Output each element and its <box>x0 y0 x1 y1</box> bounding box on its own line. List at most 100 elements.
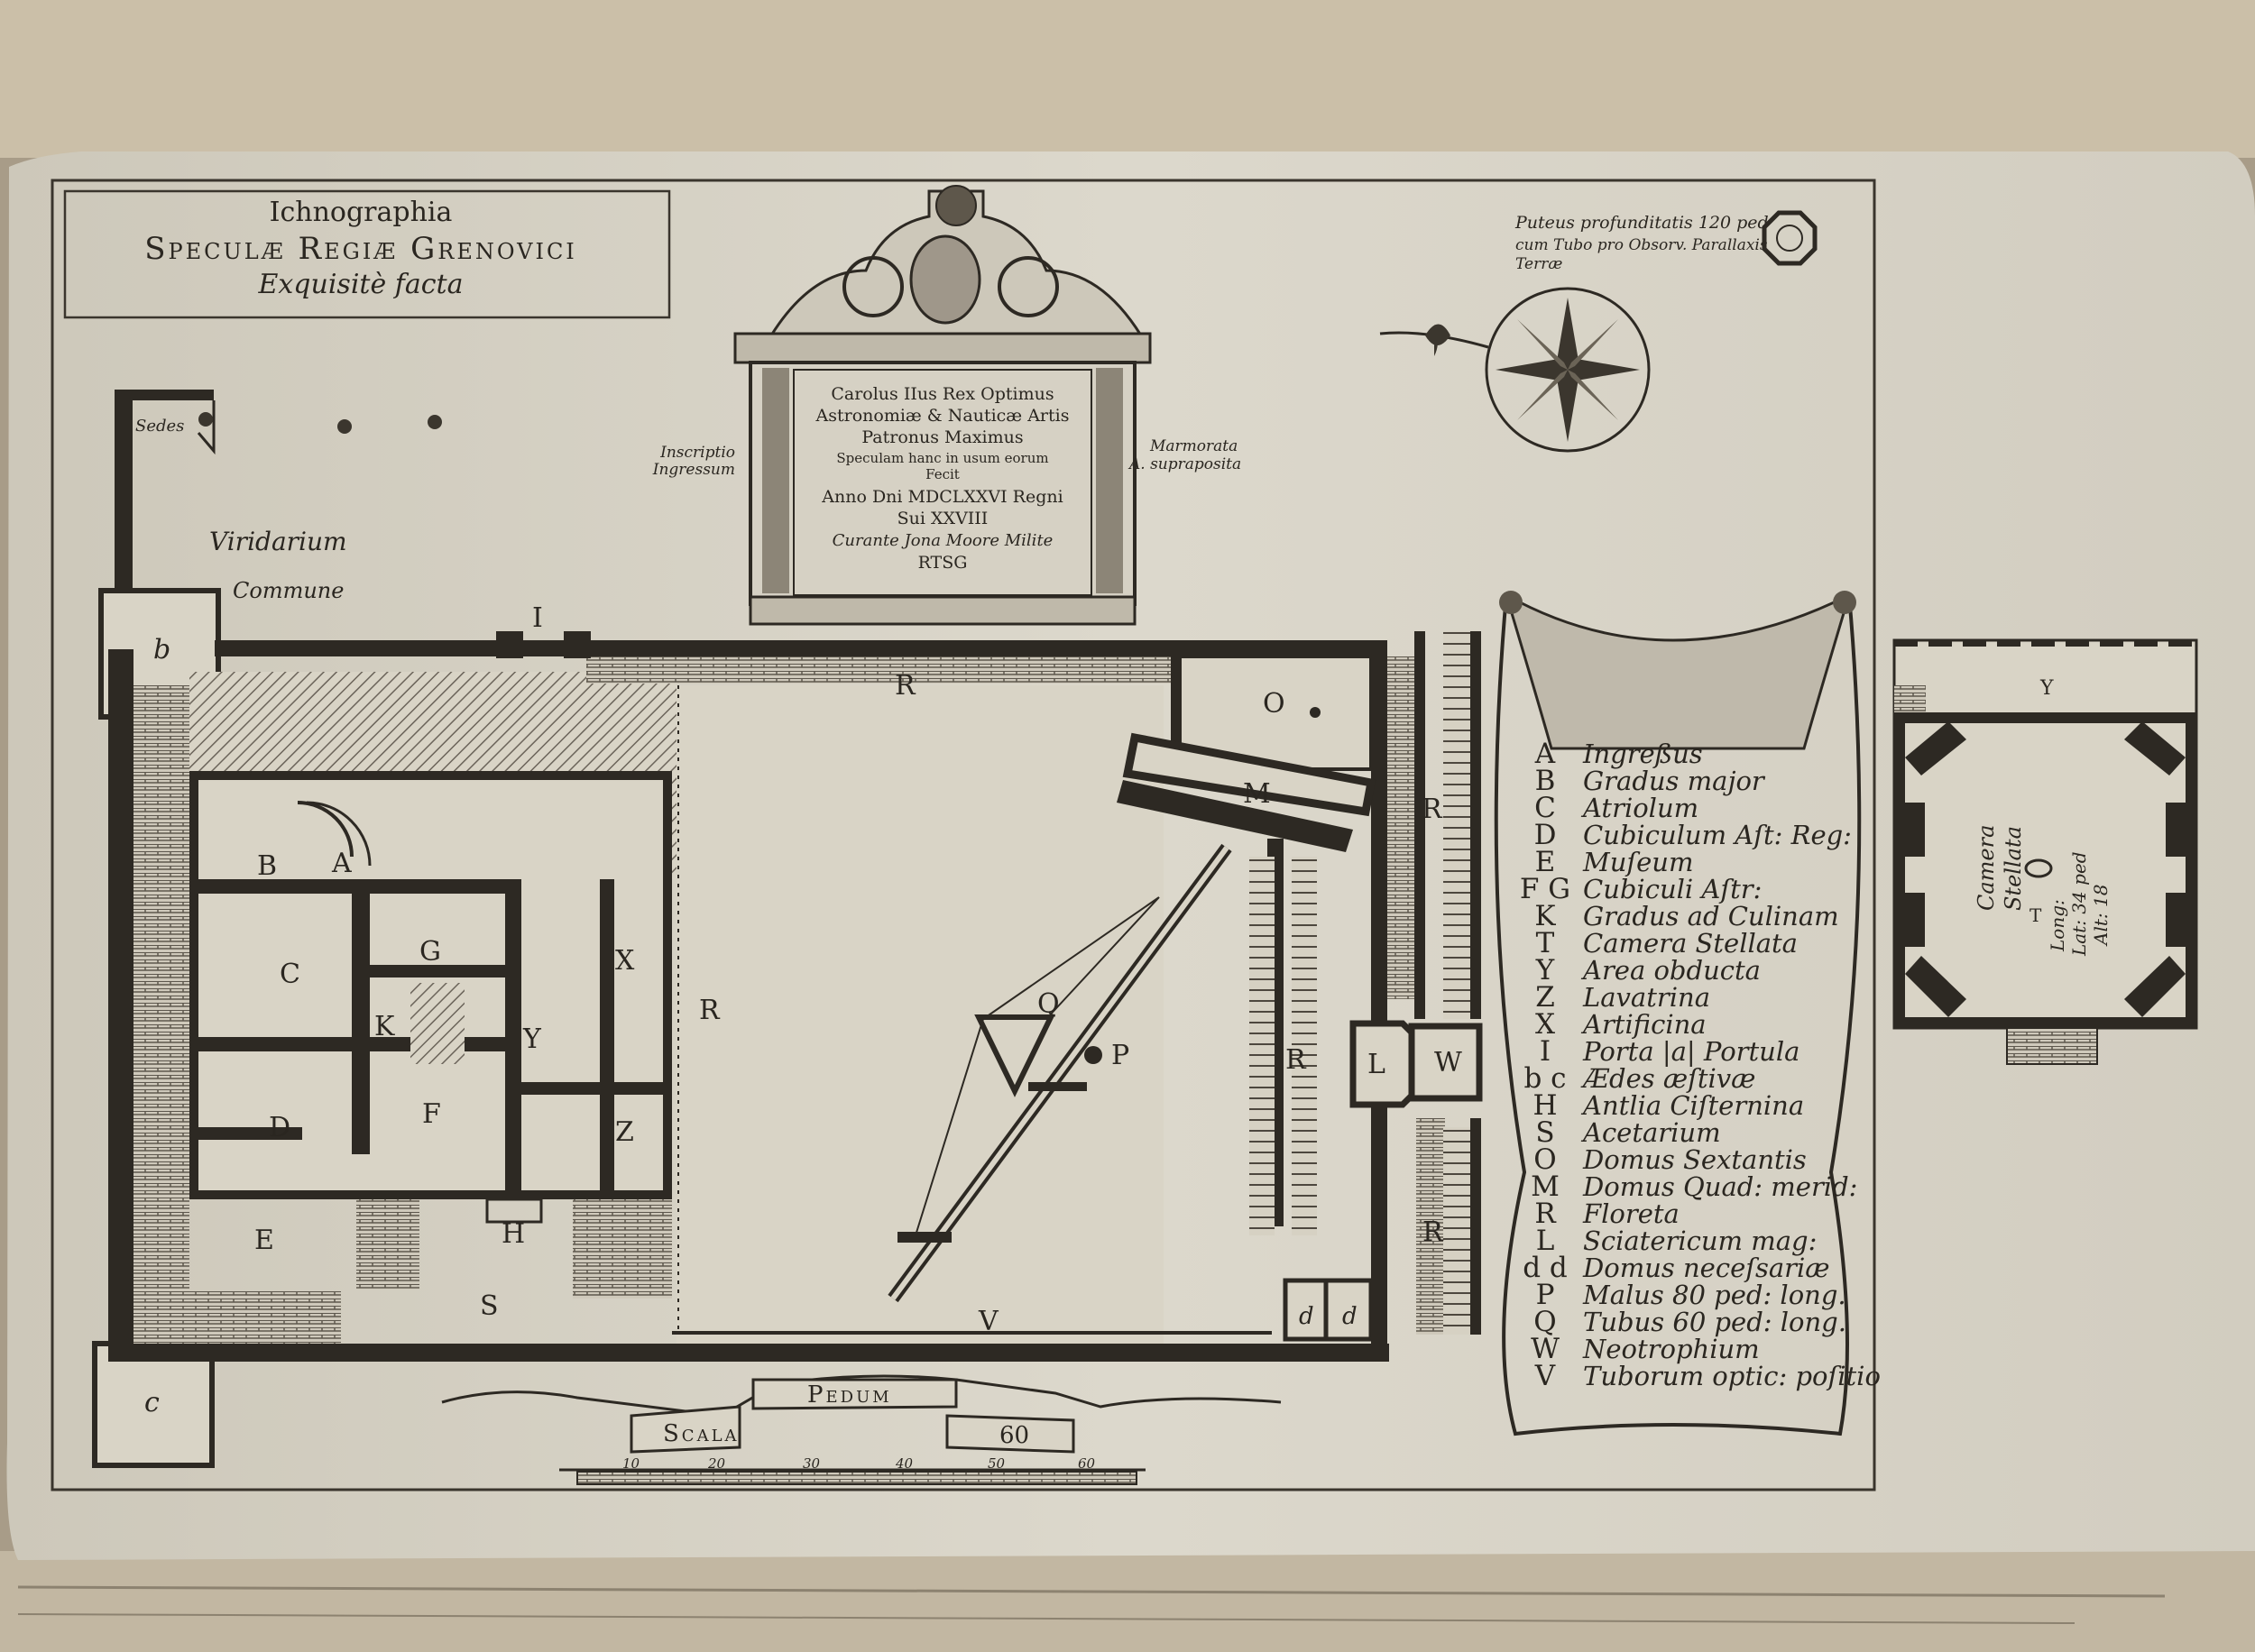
legend-key: Z <box>1535 981 1555 1014</box>
scale-tick: 20 <box>707 1455 726 1472</box>
cartouche-left-note: Inscriptio <box>659 444 735 462</box>
label-O: O <box>1263 688 1285 720</box>
label-R: R <box>1285 1044 1307 1076</box>
legend-key: C <box>1534 792 1556 824</box>
legend-text: Camera Stellata <box>1583 928 1798 959</box>
pump-H <box>485 1198 543 1224</box>
legend-text: Artificina <box>1580 1009 1707 1040</box>
post-marker <box>428 415 442 429</box>
legend-text: Gradus major <box>1583 766 1766 796</box>
great-yard <box>676 685 1164 1344</box>
cartouche-line: RTSG <box>918 553 968 573</box>
summer-house-c <box>92 1341 215 1468</box>
legend-key: A <box>1534 738 1556 770</box>
sedes-marker <box>198 412 213 427</box>
label-R: R <box>895 670 916 702</box>
cartouche-line: Curante Jona Moore Milite <box>833 531 1054 550</box>
label-b: b <box>153 634 170 665</box>
label-Q: Q <box>1037 988 1060 1020</box>
legend-text: Atriolum <box>1580 793 1698 823</box>
legend-text: Cubiculi Aſtr: <box>1583 874 1762 904</box>
legend-key: E <box>1535 846 1556 878</box>
cartouche-line: Speculam hanc in usum eorum <box>836 450 1048 466</box>
legend-key: P <box>1536 1279 1555 1311</box>
label-R: R <box>699 995 721 1026</box>
inset-camera: Camera <box>1974 825 1999 911</box>
plate-border <box>51 179 1876 1491</box>
legend-key: M <box>1531 1170 1560 1203</box>
upper-page-edge <box>0 0 2255 158</box>
label-c: c <box>144 1387 160 1418</box>
well-note: Puteus profunditatis 120 ped cum Tubo pr… <box>1514 210 1818 273</box>
label-R: R <box>1422 1216 1444 1248</box>
scroll-ornament-left <box>842 256 904 317</box>
dedication-cartouche: Carolus IIus Rex Optimus Astronomiæ & Na… <box>652 185 1241 626</box>
cartouche-left-note: Ingressum <box>652 461 735 479</box>
title-line1: Ichnographia <box>270 197 453 228</box>
scale-tick: 40 <box>895 1455 914 1472</box>
legend-key: X <box>1535 1008 1555 1041</box>
label-viridarium: Viridarium <box>209 527 347 556</box>
legend-key: V <box>1534 1360 1556 1392</box>
legend-key: K <box>1534 900 1556 932</box>
label-sedes: Sedes <box>135 417 184 436</box>
legend-text: Ingreßus <box>1582 739 1703 769</box>
label-P: P <box>1111 1040 1129 1071</box>
well-note-line1: Puteus profunditatis 120 ped <box>1514 213 1769 233</box>
legend-key: S <box>1535 1116 1554 1149</box>
title-box: Ichnographia Speculæ Regiæ Grenovici Exq… <box>63 189 671 319</box>
necessary-house-d <box>1283 1278 1329 1342</box>
label-M: M <box>1243 778 1271 810</box>
legend-text: Porta |a| Portula <box>1582 1036 1799 1067</box>
label-d: d <box>1342 1303 1358 1330</box>
title-line2: Speculæ Regiæ Grenovici <box>144 231 577 267</box>
label-Z: Z <box>615 1116 634 1148</box>
label-F: F <box>422 1098 441 1130</box>
legend-key: Y <box>1535 954 1555 987</box>
well-note-line3: Terræ <box>1515 255 1562 273</box>
legend-text: Gradus ad Culinam <box>1583 901 1839 932</box>
legend-key: d d <box>1523 1252 1568 1284</box>
legend-text: Area obducta <box>1580 955 1761 986</box>
scale-value: 60 <box>999 1422 1029 1449</box>
compass-rose-icon <box>1379 287 1651 453</box>
inset-t: T <box>2030 904 2042 926</box>
inset-long: Long: <box>2047 899 2068 952</box>
legend-text: Domus Sextantis <box>1582 1144 1807 1175</box>
legend-text: Tuborum optic: poſitio <box>1583 1361 1881 1391</box>
label-Y: Y <box>522 1023 542 1055</box>
necessary-house-d <box>1323 1278 1374 1342</box>
scale-ticks: 10 20 30 40 50 60 <box>622 1455 1096 1472</box>
neotrophium-W <box>1408 1023 1483 1102</box>
legend-text: Tubus 60 ped: long. <box>1583 1307 1846 1337</box>
legend-text: Domus Quad: merid: <box>1582 1171 1857 1202</box>
label-X: X <box>615 945 635 977</box>
legend-key: T <box>1536 927 1555 959</box>
scroll-ornament-right <box>998 256 1059 317</box>
arms-shield-icon <box>909 234 981 325</box>
label-commune: Commune <box>233 578 344 603</box>
legend-text: Neotrophium <box>1582 1334 1760 1364</box>
label-C: C <box>280 959 300 990</box>
well-octagon-icon <box>1762 210 1818 266</box>
page-stack-line <box>17 1585 2166 1598</box>
legend-text: Muſeum <box>1582 847 1693 877</box>
legend-key: W <box>1531 1333 1560 1365</box>
label-A: A <box>331 848 352 879</box>
legend-key: I <box>1540 1035 1551 1068</box>
legend-key: D <box>1534 819 1557 851</box>
legend-text: Domus neceſsariæ <box>1582 1253 1830 1283</box>
legend-text: Sciatericum mag: <box>1583 1225 1817 1256</box>
inset-camera-stellata: Y Camera Stellata T Long: Lat: 34 ped Al… <box>1892 638 2198 1065</box>
inset-stellata: Stellata <box>2001 826 2026 911</box>
page-stack-line <box>17 1613 2076 1624</box>
quadrant-house-M <box>1122 732 1376 817</box>
legend-text: Floreta <box>1582 1198 1680 1229</box>
scale-tick: 30 <box>803 1455 821 1472</box>
lower-page-stack <box>0 1551 2255 1652</box>
telescope-stand-icon <box>2024 858 2053 878</box>
legend-text: Malus 80 ped: long. <box>1582 1280 1846 1310</box>
label-G: G <box>419 936 441 968</box>
legend-key: L <box>1536 1225 1555 1257</box>
